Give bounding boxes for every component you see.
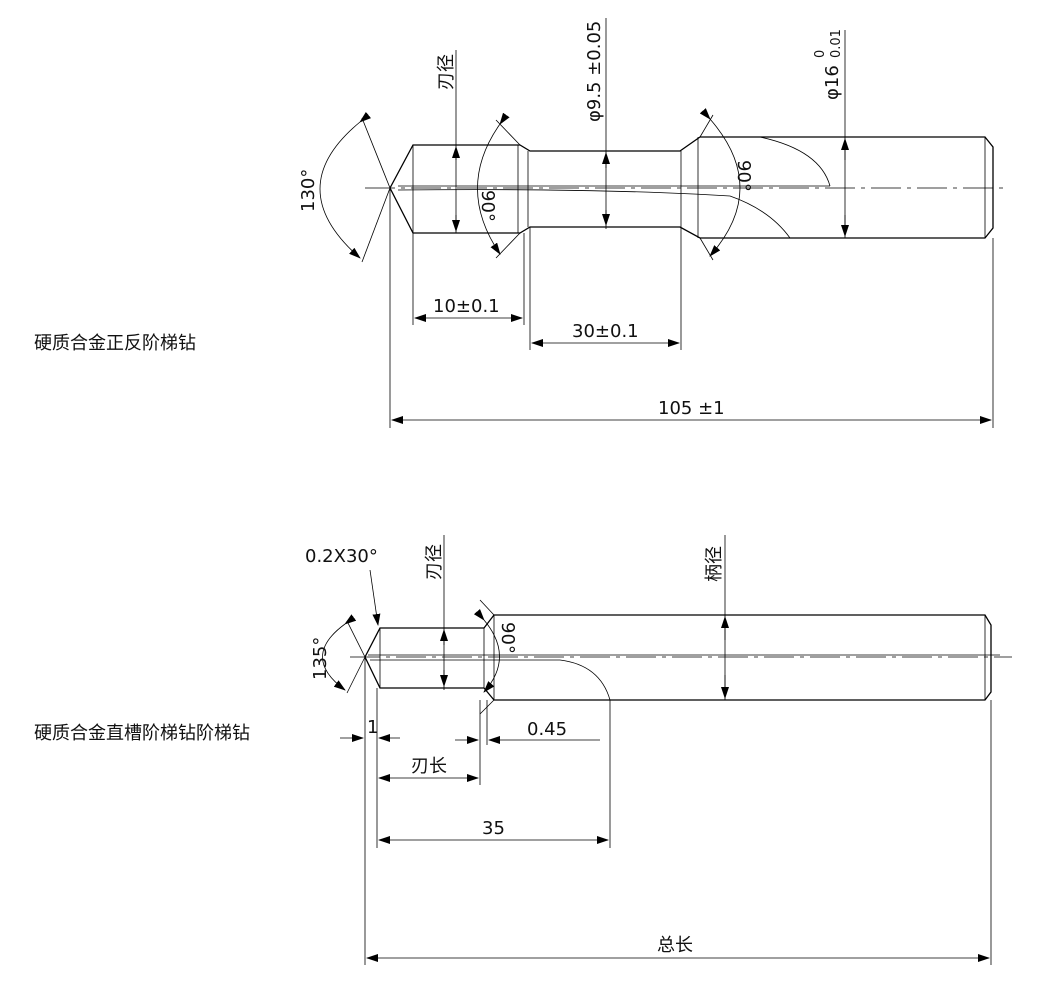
chamfer-callout: 0.2X30° — [305, 546, 381, 626]
neck-length-1-dim: 30±0.1 — [531, 321, 680, 347]
chamfer-label: 0.2X30° — [305, 546, 378, 567]
step-angle-1-left-label: 90° — [477, 190, 498, 222]
step-angle-1-right-label: 90° — [733, 160, 754, 192]
total-length-2-label: 总长 — [657, 935, 693, 956]
blade-dia-1-dim: 刃径 — [436, 50, 460, 233]
shank-dia-2-label: 柄径 — [704, 546, 725, 582]
step-angle-1-right: 90° — [699, 108, 754, 261]
tip-length-2-label: 1 — [367, 717, 378, 738]
shank-tol-upper: 0 — [813, 50, 828, 58]
flute-length-2-label: 35 — [482, 818, 505, 839]
point-angle-1-label: 130° — [298, 169, 319, 212]
drawing-1-title: 硬质合金正反阶梯钻 — [34, 333, 196, 354]
tip-length-2-dim: 1 — [340, 717, 400, 742]
step-angle-1-left: 90° — [477, 112, 521, 259]
point-angle-2-label: 135° — [310, 637, 331, 680]
blade-length-1-dim: 10±0.1 — [414, 296, 523, 322]
neck-length-1-label: 30±0.1 — [572, 321, 639, 342]
drawing-1-stepped-drill: 130° 90° 90° 刃径 φ9.5 ±0.05 — [34, 18, 1005, 428]
blade-dia-2-label: 刃径 — [424, 544, 445, 580]
neck-dia-1-dim: φ9.5 ±0.05 — [584, 18, 610, 229]
point-angle-1: 130° — [298, 111, 391, 263]
drill-2-outline — [350, 614, 1012, 701]
blade-dia-2-dim: 刃径 — [424, 535, 448, 690]
flute-length-2-dim: 35 — [378, 818, 609, 844]
blade-dia-1-label: 刃径 — [436, 54, 457, 90]
neck-dia-1-label: φ9.5 ±0.05 — [584, 21, 605, 122]
blade-length-2-label: 刃长 — [411, 756, 447, 777]
step-offset-2-dim: 0.45 — [455, 719, 600, 744]
drawing-2-straight-flute-drill: 0.2X30° 135° 90° 刃径 柄径 — [34, 535, 1012, 965]
shank-dia-2-dim: 柄径 — [704, 535, 729, 700]
blade-length-2-dim: 刃长 — [378, 756, 479, 782]
total-length-1-dim: 105 ±1 — [391, 398, 992, 424]
total-length-1-label: 105 ±1 — [658, 398, 725, 419]
step-angle-2-label: 90° — [497, 622, 518, 654]
shank-tol-lower: 0.01 — [829, 29, 844, 58]
shank-dia-1-dim: φ16 0 0.01 — [813, 29, 849, 238]
step-angle-2: 90° — [473, 599, 518, 715]
shank-dia-1-label: φ16 — [822, 65, 843, 100]
blade-length-1-label: 10±0.1 — [433, 296, 500, 317]
point-angle-2: 135° — [310, 614, 366, 694]
drill-1-outline — [365, 136, 1005, 239]
drawing-2-title: 硬质合金直槽阶梯钻阶梯钻 — [34, 723, 250, 744]
step-offset-2-label: 0.45 — [527, 719, 567, 740]
total-length-2-dim: 总长 — [366, 935, 990, 962]
